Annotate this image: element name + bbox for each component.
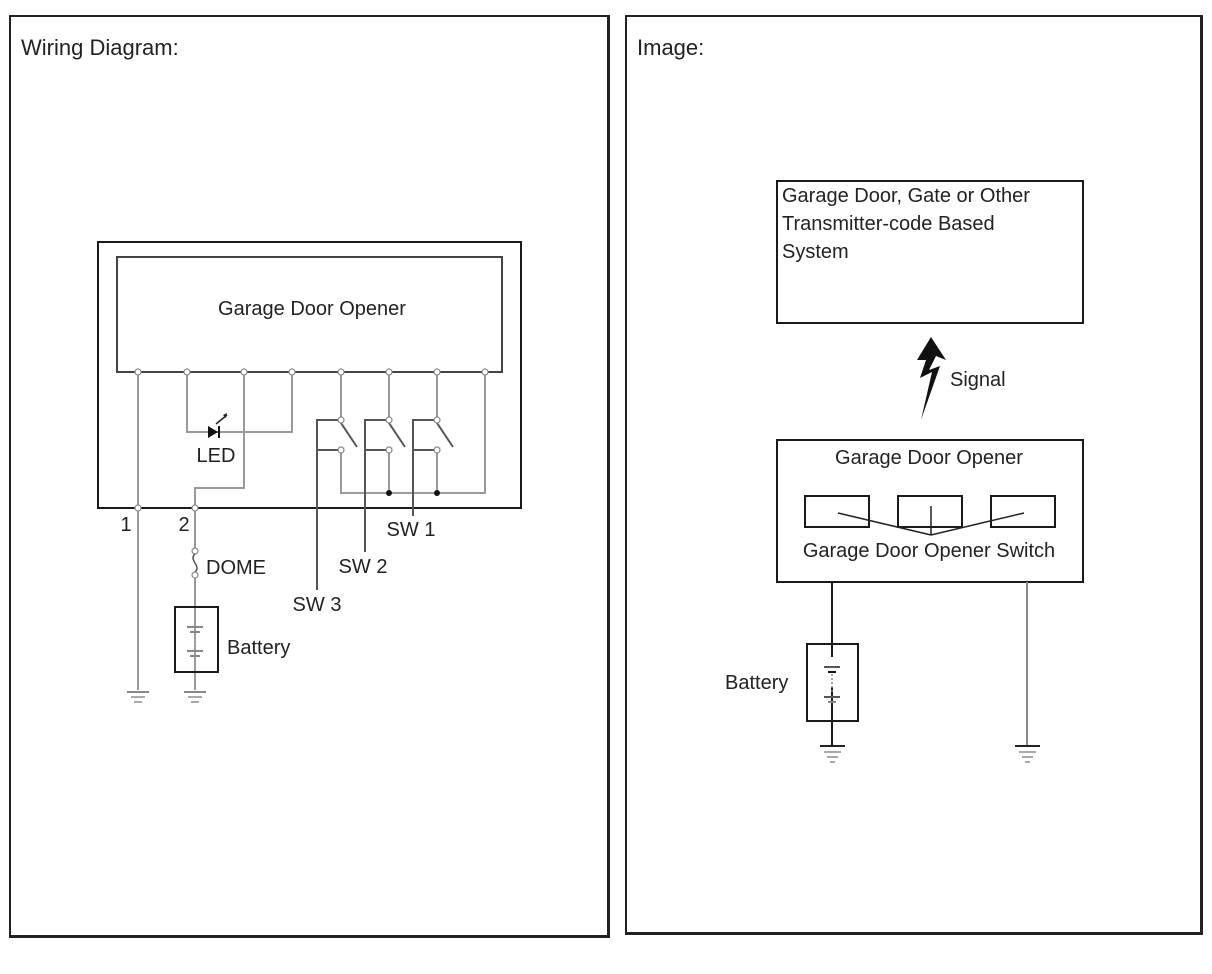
system-image: Garage Door, Gate or Other Transmitter-c…: [725, 180, 1084, 763]
signal-lightning-icon: [917, 337, 946, 420]
dome-fuse-icon: [191, 547, 199, 579]
led-wire: [186, 372, 293, 433]
sw1-label: SW 1: [387, 519, 436, 541]
ground-icon: [184, 691, 206, 703]
battery-label: Battery: [227, 637, 290, 659]
battery-box: [174, 606, 219, 673]
sw3-label: SW 3: [293, 594, 342, 616]
garage-door-opener-box: [116, 256, 503, 373]
sw2-label: SW 2: [339, 556, 388, 578]
opener-box: [776, 439, 1084, 583]
switch-leader-lines: [837, 506, 1025, 536]
wiring-diagram-panel: Wiring Diagram:: [9, 15, 610, 938]
system-box-line-1: Garage Door, Gate or Other: [782, 185, 1030, 207]
system-box-line-3: System: [782, 241, 849, 263]
ground-icon: [820, 745, 845, 763]
signal-label: Signal: [950, 369, 1006, 391]
battery-label: Battery: [725, 672, 788, 694]
terminal-2-wire: [194, 372, 245, 548]
terminal-1-label: 1: [120, 514, 131, 536]
switch-button-1: [804, 495, 870, 528]
connector-terminals: [134, 504, 199, 512]
transmitter-system-box: [776, 180, 1084, 324]
battery-icon: [824, 657, 840, 703]
switch-button-2: [897, 495, 963, 528]
switch-sw2: [364, 372, 406, 552]
opener-switch-label: Garage Door Opener Switch: [803, 540, 1055, 562]
wiring-diagram-title: Wiring Diagram:: [21, 35, 179, 60]
battery-icon: [187, 626, 203, 657]
dome-fuse-label: DOME: [206, 557, 266, 579]
outer-unit-box: [97, 241, 522, 509]
image-panel: Image:: [625, 15, 1203, 935]
garage-door-opener-label: Garage Door Opener: [218, 298, 406, 320]
ground-icon: [1015, 745, 1040, 763]
terminal-2-label: 2: [178, 514, 189, 536]
ground-icon: [127, 691, 149, 703]
image-panel-title: Image:: [637, 35, 705, 60]
switch-sw1: [412, 372, 454, 516]
system-box-line-2: Transmitter-code Based: [782, 213, 995, 235]
wiring-diagram: Garage Door Opener LED DOME: [97, 241, 522, 703]
battery-box: [806, 643, 859, 722]
switch-button-3: [990, 495, 1056, 528]
led-label: LED: [197, 445, 236, 467]
opener-terminals: [134, 368, 489, 376]
led-icon: [208, 413, 228, 438]
opener-label: Garage Door Opener: [835, 447, 1023, 469]
